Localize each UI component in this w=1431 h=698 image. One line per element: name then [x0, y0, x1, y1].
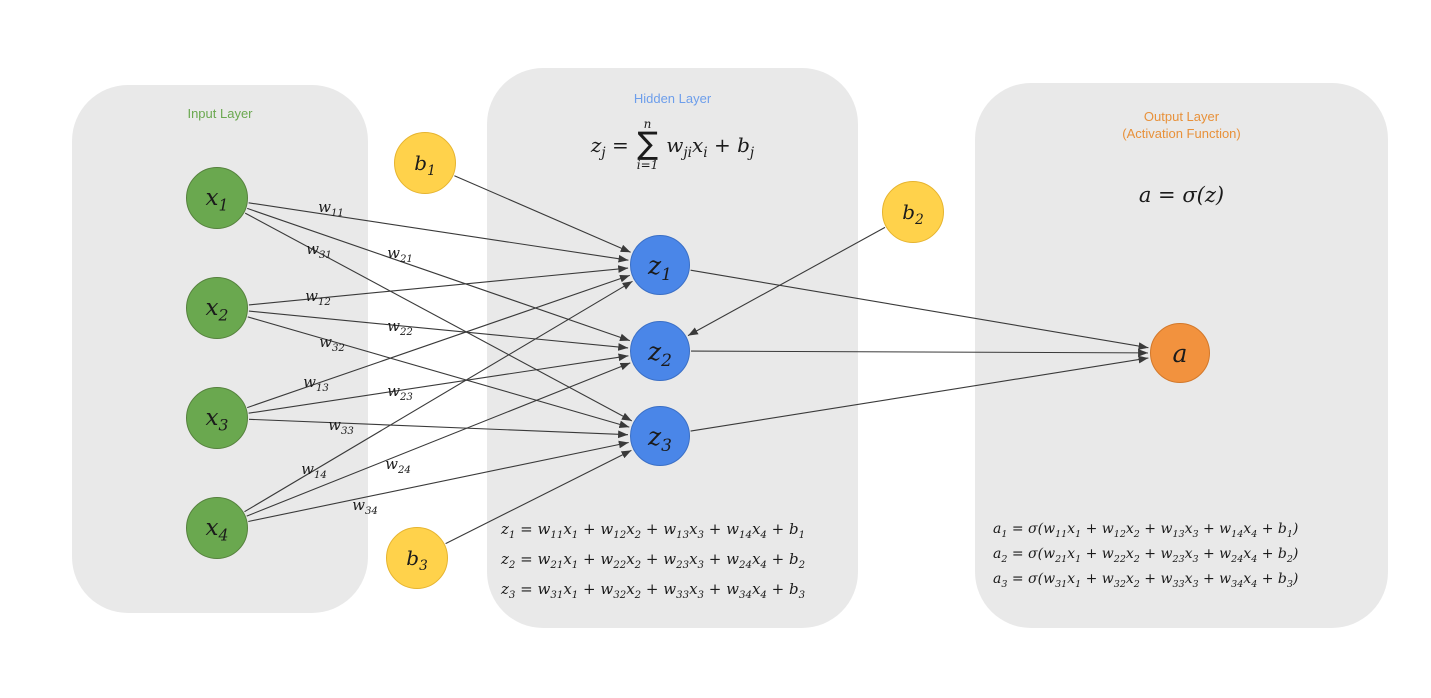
- output-layer-subtitle: (Activation Function): [1122, 126, 1241, 141]
- hidden-equation-1: z1 = w11x1 + w12x2 + w13x3 + w14x4 + b1: [501, 520, 806, 541]
- edge-b3-z3: [445, 449, 632, 545]
- edge-x1-z2: [247, 207, 630, 342]
- edge-x3-z3: [248, 418, 629, 439]
- output-equation-1: a1 = σ(w11x1 + w12x2 + w13x3 + w14x4 + b…: [993, 521, 1299, 540]
- edge-z1-a: [690, 269, 1149, 350]
- edge-x4-z3: [248, 440, 629, 523]
- output-layer-equations: a1 = σ(w11x1 + w12x2 + w13x3 + w14x4 + b…: [993, 517, 1298, 592]
- hidden-layer-title: Hidden Layer: [633, 91, 712, 106]
- formula-rhs: wjixi + bj: [666, 132, 755, 161]
- input-layer-title: Input Layer: [187, 106, 253, 121]
- output-equation-3: a3 = σ(w31x1 + w32x2 + w33x3 + w34x4 + b…: [993, 571, 1299, 590]
- edge-b1-z1: [454, 175, 631, 253]
- edge-x3-z1: [247, 274, 630, 409]
- summation-block: n ∑ i=1: [637, 118, 659, 171]
- sigma-icon: ∑: [637, 126, 658, 162]
- sum-lower-bound: i=1: [636, 158, 659, 173]
- edge-x2-z3: [247, 316, 630, 429]
- hidden-layer-equations: z1 = w11x1 + w12x2 + w13x3 + w14x4 + b1 z…: [501, 514, 805, 604]
- output-layer-title: Output Layer: [1143, 109, 1220, 124]
- edge-x1-z3: [244, 212, 633, 422]
- edge-b2-z2: [687, 226, 886, 337]
- sum-upper-bound: n: [643, 117, 652, 131]
- hidden-equation-3: z3 = w31x1 + w32x2 + w33x3 + w34x4 + b3: [501, 580, 806, 601]
- edge-x4-z1: [244, 280, 633, 513]
- output-equation-2: a2 = σ(w21x1 + w22x2 + w23x3 + w24x4 + b…: [993, 546, 1299, 565]
- hidden-layer-formula: zj = n ∑ i=1 wjixi + bj: [487, 118, 858, 171]
- edge-z2-a: [690, 349, 1149, 357]
- edge-z3-a: [690, 355, 1149, 432]
- formula-lhs: zj =: [590, 132, 629, 161]
- edge-x2-z2: [248, 310, 629, 351]
- edge-x3-z2: [248, 353, 629, 414]
- hidden-equation-2: z2 = w21x1 + w22x2 + w23x3 + w24x4 + b2: [501, 550, 806, 571]
- edge-x1-z1: [248, 202, 629, 263]
- activation-formula: a = σ(z): [1138, 183, 1225, 207]
- edge-x2-z1: [248, 265, 629, 306]
- edge-x4-z2: [246, 362, 631, 517]
